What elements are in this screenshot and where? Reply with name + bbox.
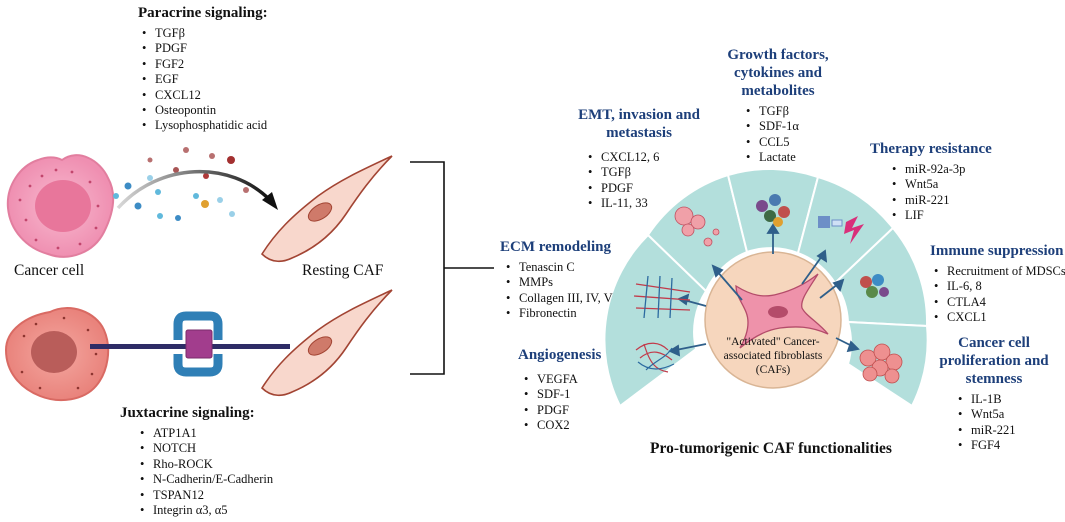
proliferation-title-3: stemness (965, 371, 1023, 387)
resting-caf-label: Resting CAF (302, 262, 384, 279)
paracrine-item: TGFβ (140, 26, 268, 42)
proliferation-title-2: proliferation and (939, 353, 1049, 369)
paracrine-title: Paracrine signaling: (138, 5, 268, 21)
paracrine-list: TGFβ PDGF FGF2 EGF CXCL12 Osteopontin Ly… (140, 26, 268, 134)
center-label-line-1: "Activated" Cancer- (726, 336, 820, 348)
paracrine-item: Lysophosphatidic acid (140, 118, 268, 134)
juxtacrine-item: NOTCH (138, 441, 273, 457)
juxtacrine-title: Juxtacrine signaling: (120, 405, 255, 421)
growth-factors-title-3: metabolites (741, 83, 815, 99)
growth-factors-title-1: Growth factors, (727, 47, 829, 63)
paracrine-item: PDGF (140, 41, 268, 57)
angiogenesis-block: Angiogenesis VEGFA SDF-1 PDGF COX2 (518, 346, 601, 434)
secreted-factors (113, 147, 249, 221)
therapy-resistance-list: miR-92a-3p Wnt5a miR-221 LIF (890, 162, 992, 224)
paracrine-item: CXCL12 (140, 88, 268, 104)
ecm-remodeling-item: Fibronectin (504, 306, 613, 322)
juxtacrine-item: Rho-ROCK (138, 457, 273, 473)
paracrine-item: FGF2 (140, 57, 268, 73)
therapy-resistance-block: Therapy resistance miR-92a-3p Wnt5a miR-… (870, 140, 992, 224)
angiogenesis-item: COX2 (522, 418, 601, 434)
juxtacrine-item: ATP1A1 (138, 426, 273, 442)
juxtacrine-item: Integrin α3, α5 (138, 503, 273, 519)
juxtacrine-block: Juxtacrine signaling: ATP1A1 NOTCH Rho-R… (120, 404, 273, 519)
paracrine-block: Paracrine signaling: TGFβ PDGF FGF2 EGF … (138, 4, 268, 134)
cancer-cell-bottom-illustration (4, 307, 290, 402)
angiogenesis-list: VEGFA SDF-1 PDGF COX2 (522, 372, 601, 434)
therapy-resistance-item: miR-221 (890, 193, 992, 209)
proliferation-block: Cancer cell proliferation and stemness I… (926, 334, 1062, 454)
therapy-resistance-item: Wnt5a (890, 177, 992, 193)
angiogenesis-title: Angiogenesis (518, 347, 602, 363)
growth-factors-title-2: cytokines and (734, 65, 822, 81)
ecm-remodeling-title: ECM remodeling (500, 239, 611, 255)
growth-factors-item: CCL5 (744, 135, 852, 151)
ecm-remodeling-item: Tenascin C (504, 260, 613, 276)
proliferation-item: miR-221 (956, 423, 1062, 439)
center-label: "Activated" Cancer- associated fibroblas… (713, 335, 833, 377)
activated-caf-center (704, 251, 842, 389)
paracrine-item: EGF (140, 72, 268, 88)
proliferation-list: IL-1B Wnt5a miR-221 FGF4 (956, 392, 1062, 454)
cancer-cell-illustration (6, 154, 115, 258)
growth-factors-item: SDF-1α (744, 119, 852, 135)
paracrine-item: Osteopontin (140, 103, 268, 119)
immune-suppression-item: CTLA4 (932, 295, 1065, 311)
immune-suppression-item: CXCL1 (932, 310, 1065, 326)
ecm-remodeling-item: MMPs (504, 275, 613, 291)
angiogenesis-item: VEGFA (522, 372, 601, 388)
growth-factors-item: Lactate (744, 150, 852, 166)
angiogenesis-item: PDGF (522, 403, 601, 419)
immune-suppression-block: Immune suppression Recruitment of MDSCs … (930, 242, 1065, 326)
emt-title-1: EMT, invasion and (578, 107, 700, 123)
growth-factors-block: Growth factors, cytokines and metabolite… (704, 46, 852, 166)
center-label-line-2: associated fibroblasts (723, 350, 823, 362)
angiogenesis-item: SDF-1 (522, 387, 601, 403)
emt-block: EMT, invasion and metastasis CXCL12, 6 T… (566, 106, 712, 212)
emt-item: CXCL12, 6 (586, 150, 712, 166)
therapy-resistance-title: Therapy resistance (870, 141, 992, 157)
emt-item: TGFβ (586, 165, 712, 181)
resting-caf-bottom-illustration (260, 289, 393, 397)
immune-suppression-title: Immune suppression (930, 243, 1064, 259)
bracket (410, 161, 494, 375)
juxtacrine-item: N-Cadherin/E-Cadherin (138, 472, 273, 488)
therapy-resistance-item: LIF (890, 208, 992, 224)
ecm-remodeling-block: ECM remodeling Tenascin C MMPs Collagen … (500, 238, 613, 322)
paracrine-arrow (116, 170, 278, 210)
center-label-line-3: (CAFs) (755, 364, 791, 376)
immune-suppression-item: IL-6, 8 (932, 279, 1065, 295)
cancer-cell-label: Cancer cell (14, 262, 85, 279)
growth-factors-item: TGFβ (744, 104, 852, 120)
ecm-remodeling-list: Tenascin C MMPs Collagen III, IV, V Fibr… (504, 260, 613, 322)
immune-suppression-item: Recruitment of MDSCs (932, 264, 1065, 280)
resting-caf-illustration (260, 155, 393, 263)
footer-caption: Pro-tumorigenic CAF functionalities (650, 440, 892, 457)
immune-suppression-list: Recruitment of MDSCs IL-6, 8 CTLA4 CXCL1 (932, 264, 1065, 326)
juxtacrine-list: ATP1A1 NOTCH Rho-ROCK N-Cadherin/E-Cadhe… (138, 426, 273, 519)
growth-factors-list: TGFβ SDF-1α CCL5 Lactate (744, 104, 852, 166)
therapy-resistance-item: miR-92a-3p (890, 162, 992, 178)
juxtacrine-item: TSPAN12 (138, 488, 273, 504)
emt-item: PDGF (586, 181, 712, 197)
proliferation-title-1: Cancer cell (958, 335, 1030, 351)
proliferation-item: FGF4 (956, 438, 1062, 454)
proliferation-item: IL-1B (956, 392, 1062, 408)
emt-list: CXCL12, 6 TGFβ PDGF IL-11, 33 (586, 150, 712, 212)
proliferation-item: Wnt5a (956, 407, 1062, 423)
ecm-remodeling-item: Collagen III, IV, V (504, 291, 613, 307)
segment-icons (633, 194, 903, 384)
emt-title-2: metastasis (606, 125, 672, 141)
emt-item: IL-11, 33 (586, 196, 712, 212)
